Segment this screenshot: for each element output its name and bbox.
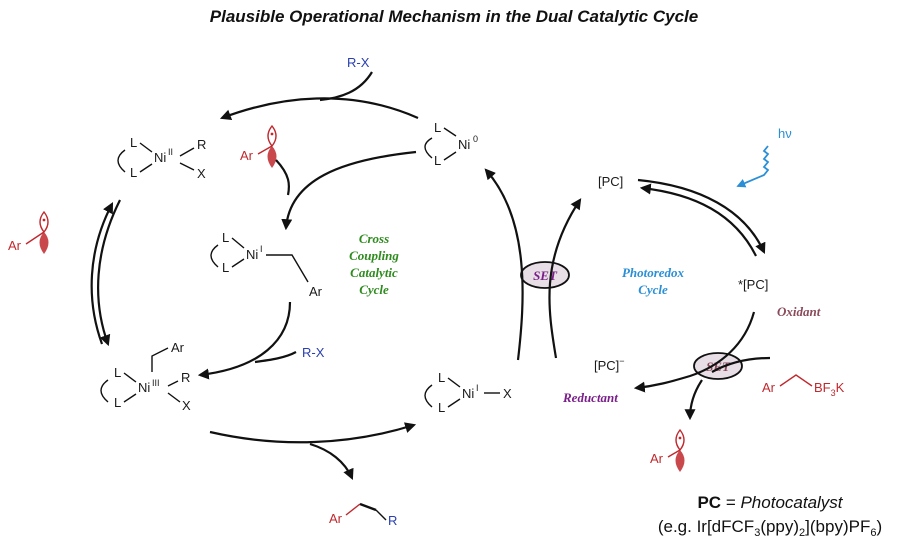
x-group-label: X <box>182 398 191 413</box>
pc-reduced-label: [PC]− <box>594 356 625 373</box>
svg-text:SET: SET <box>706 359 731 374</box>
ligand-label: L <box>130 135 137 150</box>
arrow-equilibrium-up <box>90 202 114 345</box>
footer-pc-definition: PC = Photocatalyst <box>697 493 843 512</box>
ar-label: Ar <box>8 238 22 253</box>
ar-radical-bottom: Ar <box>650 428 685 472</box>
oxidation-state-0: 0 <box>473 134 478 144</box>
arrow-pc-regeneration <box>548 198 582 359</box>
arrow-reagent-entry <box>711 356 771 373</box>
oxidation-state-iii: III <box>152 378 160 388</box>
ar-radical-left: Ar <box>8 210 49 254</box>
light-arrow <box>736 145 770 188</box>
oxidation-state-i: I <box>476 383 479 393</box>
arrow-alkyl-oxidative-addition <box>197 301 292 380</box>
arrow-excitation <box>637 178 766 255</box>
reductant-label: Reductant <box>562 390 618 405</box>
oxidant-label: Oxidant <box>777 304 821 319</box>
ni1-alkyl-complex: L L Ni I Ar <box>210 230 323 299</box>
ar-label: Ar <box>329 511 343 526</box>
footer-pc-example: (e.g. Ir[dFCF3(ppy)2](bpy)PF6) <box>658 517 882 539</box>
ni1-x-complex: L L Ni I X <box>424 370 512 415</box>
ni-label: Ni <box>462 386 474 401</box>
svg-text:Catalytic: Catalytic <box>350 265 398 280</box>
ligand-label: L <box>114 395 121 410</box>
arrow-rx-entry <box>319 71 373 102</box>
ligand-label: L <box>438 370 445 385</box>
arrow-radical-capture <box>281 150 417 231</box>
ar-label: Ar <box>171 340 185 355</box>
ligand-label: L <box>222 260 229 275</box>
x-group-label: X <box>503 386 512 401</box>
arrow-product-out <box>309 442 354 481</box>
ligand-label: L <box>222 230 229 245</box>
svg-text:Coupling: Coupling <box>349 248 399 263</box>
ni-label: Ni <box>458 137 470 152</box>
ligand-label: L <box>434 153 441 168</box>
ligand-label: L <box>434 120 441 135</box>
arrow-oxidative-addition <box>219 97 419 121</box>
ni-label: Ni <box>154 150 166 165</box>
svg-text:BF3K: BF3K <box>814 380 845 398</box>
arrow-equilibrium-down <box>97 199 121 347</box>
ni2-complex: L L Ni II R X <box>117 135 206 181</box>
reagent-ar-bf3k: Ar BF3K <box>762 374 845 398</box>
cross-coupling-cycle-label: Cross Coupling Catalytic Cycle <box>349 231 399 297</box>
ligand-label: L <box>438 400 445 415</box>
arrow-radical-release <box>684 379 703 421</box>
rx-mid-label: R-X <box>302 345 325 360</box>
ni3-complex: L L Ni III Ar R X <box>100 340 191 413</box>
svg-text:Cycle: Cycle <box>638 282 668 297</box>
r-label: R <box>388 513 397 528</box>
diagram-title: Plausible Operational Mechanism in the D… <box>210 7 698 26</box>
svg-text:SET: SET <box>533 268 558 283</box>
set-oval-left: SET <box>520 261 570 289</box>
ni-label: Ni <box>246 247 258 262</box>
pc-label: [PC] <box>598 174 623 189</box>
arrow-ni-reduction <box>484 168 524 361</box>
r-group-label: R <box>181 370 190 385</box>
rx-top-label: R-X <box>347 55 370 70</box>
oxidation-state-ii: II <box>168 147 173 157</box>
ni-label: Ni <box>138 380 150 395</box>
ar-label: Ar <box>240 148 254 163</box>
ligand-label: L <box>114 365 121 380</box>
svg-text:Cycle: Cycle <box>359 282 389 297</box>
oxidation-state-i: I <box>260 244 263 254</box>
r-group-label: R <box>197 137 206 152</box>
hv-label: hν <box>778 126 792 141</box>
ar-label: Ar <box>762 380 776 395</box>
svg-text:Cross: Cross <box>359 231 389 246</box>
ar-label: Ar <box>309 284 323 299</box>
ar-radical-top: Ar <box>240 124 277 168</box>
arrow-reductive-elimination <box>209 422 417 444</box>
product-ar-r: Ar R <box>329 502 397 528</box>
set-oval-right: SET <box>693 352 743 380</box>
ni0-complex: L L Ni 0 <box>424 120 478 168</box>
ligand-label: L <box>130 165 137 180</box>
arrow-quench <box>633 311 756 393</box>
svg-text:Photoredox: Photoredox <box>622 265 685 280</box>
arrow-relaxation <box>639 183 757 257</box>
photoredox-cycle-label: Photoredox Cycle <box>622 265 685 297</box>
ar-label: Ar <box>650 451 664 466</box>
pc-excited-label: *[PC] <box>738 277 768 292</box>
arrow-ar-entry-top <box>275 159 291 196</box>
x-group-label: X <box>197 166 206 181</box>
arrow-rx-mid-entry <box>254 351 297 364</box>
